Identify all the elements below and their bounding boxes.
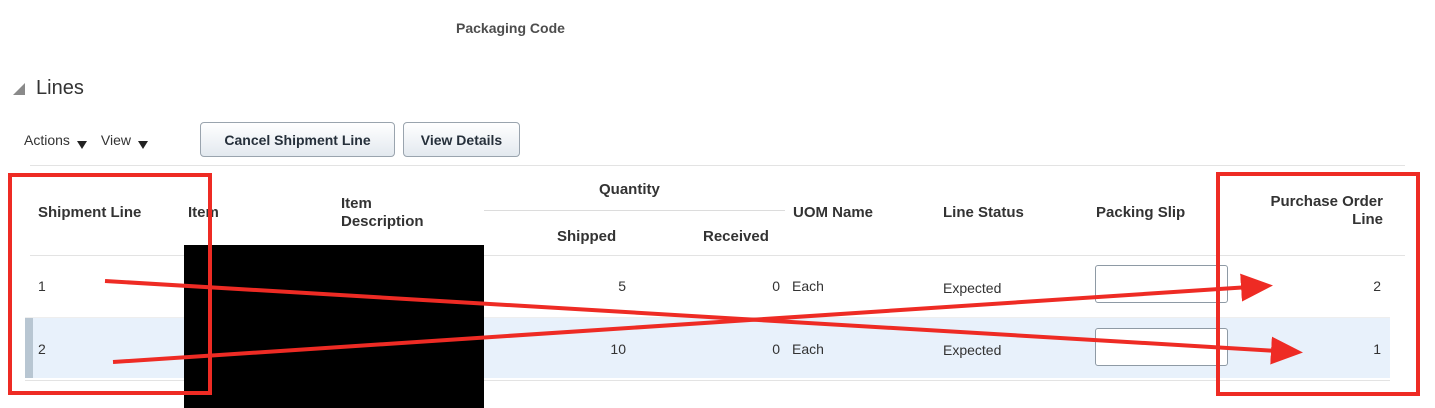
col-header-po-line-line2: Line <box>1352 211 1383 228</box>
view-menu[interactable]: View <box>100 131 149 149</box>
view-menu-label: View <box>100 131 132 148</box>
col-header-received[interactable]: Received <box>703 228 769 245</box>
col-header-quantity: Quantity <box>599 181 660 198</box>
lines-title: Lines <box>36 77 84 99</box>
redaction-block <box>184 245 484 408</box>
packaging-code-label: Packaging Code <box>456 20 565 36</box>
cell-uom-name: Each <box>792 341 824 357</box>
cell-purchase-order-line: 2 <box>1373 278 1381 294</box>
col-header-line-status[interactable]: Line Status <box>943 204 1024 221</box>
col-header-item-description-line1: Item <box>341 195 372 212</box>
cell-line-status: Expected <box>943 280 1002 296</box>
packing-slip-input[interactable] <box>1095 328 1228 366</box>
cell-line-status: Expected <box>943 342 1002 358</box>
col-header-shipment-line[interactable]: Shipment Line <box>38 204 142 221</box>
cell-shipped: 10 <box>610 341 626 357</box>
cancel-shipment-line-button[interactable]: Cancel Shipment Line <box>200 122 395 157</box>
lines-toolbar: Actions View <box>24 122 149 157</box>
col-header-packing-slip[interactable]: Packing Slip <box>1096 204 1186 221</box>
quantity-group-divider <box>484 210 785 211</box>
actions-menu[interactable]: Actions <box>24 131 87 149</box>
table-top-divider <box>30 165 1405 166</box>
lines-section-header[interactable]: Lines <box>10 77 84 100</box>
header-bottom-divider <box>30 255 1405 256</box>
view-details-button[interactable]: View Details <box>403 122 520 157</box>
actions-dropdown-icon <box>76 136 87 149</box>
arrow-line2-to-po2 <box>112 273 1273 364</box>
cell-received: 0 <box>772 278 780 294</box>
row-selection-indicator <box>25 318 33 378</box>
col-header-item-description-line2: Description <box>341 213 424 230</box>
arrow-line1-to-po1 <box>104 279 1303 365</box>
cell-uom-name: Each <box>792 278 824 294</box>
cell-purchase-order-line: 1 <box>1373 341 1381 357</box>
col-header-uom-name[interactable]: UOM Name <box>793 204 874 221</box>
col-header-item-description[interactable]: Item Description <box>341 195 424 231</box>
table-bottom-divider <box>25 380 1390 381</box>
view-dropdown-icon <box>138 136 149 149</box>
cell-received: 0 <box>772 341 780 357</box>
collapse-triangle-icon[interactable] <box>10 80 28 98</box>
actions-menu-label: Actions <box>24 131 70 148</box>
shipment-line-highlight-box <box>8 173 212 395</box>
cell-shipment-line: 1 <box>38 278 46 294</box>
cell-shipped: 5 <box>618 278 626 294</box>
col-header-shipped[interactable]: Shipped <box>557 228 617 245</box>
po-line-highlight-box <box>1216 172 1420 396</box>
col-header-po-line-line1: Purchase Order <box>1270 193 1383 210</box>
col-header-purchase-order-line[interactable]: Purchase Order Line <box>1230 193 1383 229</box>
cell-shipment-line: 2 <box>38 341 46 357</box>
